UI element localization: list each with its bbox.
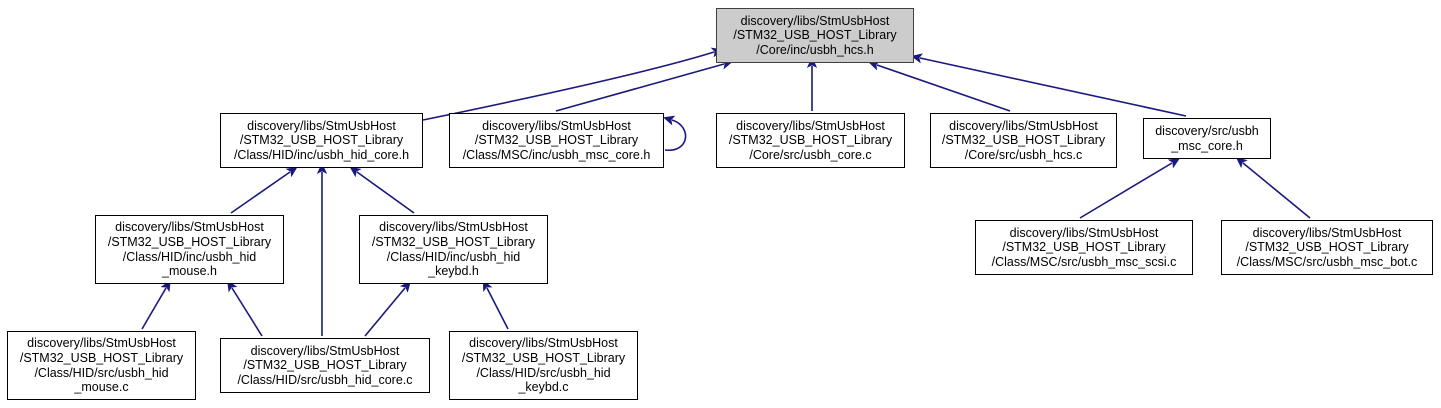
graph-node-usbh_msc_bot_c[interactable]: discovery/libs/StmUsbHost /STM32_USB_HOS… xyxy=(1221,220,1433,275)
graph-edge xyxy=(227,280,263,337)
graph-node-label: discovery/libs/StmUsbHost /STM32_USB_HOS… xyxy=(107,220,272,279)
graph-node-usbh_hid_mouse_h[interactable]: discovery/libs/StmUsbHost /STM32_USB_HOS… xyxy=(95,215,284,284)
graph-edge xyxy=(868,60,1011,112)
graph-node-label: discovery/libs/StmUsbHost /STM32_USB_HOS… xyxy=(728,118,893,162)
graph-edge xyxy=(555,59,733,112)
graph-node-label: discovery/libs/StmUsbHost /STM32_USB_HOS… xyxy=(237,343,413,387)
graph-node-label: discovery/libs/StmUsbHost /STM32_USB_HOS… xyxy=(991,225,1177,269)
graph-node-label: discovery/libs/StmUsbHost /STM32_USB_HOS… xyxy=(733,13,897,57)
graph-node-usbh_hcs_c[interactable]: discovery/libs/StmUsbHost /STM32_USB_HOS… xyxy=(930,113,1117,168)
graph-node-label: discovery/libs/StmUsbHost /STM32_USB_HOS… xyxy=(371,220,536,279)
graph-edge xyxy=(349,166,415,214)
graph-edge xyxy=(230,166,298,214)
graph-node-usbh_hid_core_h[interactable]: discovery/libs/StmUsbHost /STM32_USB_HOS… xyxy=(220,113,423,168)
graph-node-label: discovery/src/usbh _msc_core.h xyxy=(1155,123,1259,153)
graph-edge xyxy=(364,280,411,337)
graph-edge xyxy=(910,53,1187,117)
graph-node-label: discovery/libs/StmUsbHost /STM32_USB_HOS… xyxy=(19,336,184,395)
graph-edge xyxy=(482,279,509,330)
graph-node-usbh_core_c[interactable]: discovery/libs/StmUsbHost /STM32_USB_HOS… xyxy=(716,113,905,168)
graph-node-usbh_hid_keybd_c[interactable]: discovery/libs/StmUsbHost /STM32_USB_HOS… xyxy=(449,331,638,400)
graph-node-usbh_hid_keybd_h[interactable]: discovery/libs/StmUsbHost /STM32_USB_HOS… xyxy=(359,215,548,284)
graph-edge xyxy=(422,47,723,121)
graph-node-label: discovery/libs/StmUsbHost /STM32_USB_HOS… xyxy=(462,118,651,162)
graph-node-usbh_msc_core_h_lib[interactable]: discovery/libs/StmUsbHost /STM32_USB_HOS… xyxy=(449,113,664,168)
graph-edge xyxy=(141,279,171,330)
graph-edge xyxy=(1079,158,1180,219)
graph-edge xyxy=(1235,157,1311,219)
graph-node-usbh_msc_scsi_c[interactable]: discovery/libs/StmUsbHost /STM32_USB_HOS… xyxy=(975,220,1193,275)
graph-node-label: discovery/libs/StmUsbHost /STM32_USB_HOS… xyxy=(233,118,410,162)
graph-node-usbh_msc_core_h_src[interactable]: discovery/src/usbh _msc_core.h xyxy=(1143,118,1271,159)
graph-node-label: discovery/libs/StmUsbHost /STM32_USB_HOS… xyxy=(941,118,1106,162)
graph-edge xyxy=(663,115,687,151)
graph-node-usbh_hid_core_c[interactable]: discovery/libs/StmUsbHost /STM32_USB_HOS… xyxy=(220,338,430,393)
graph-node-label: discovery/libs/StmUsbHost /STM32_USB_HOS… xyxy=(1236,225,1418,269)
graph-node-usbh_hcs_h[interactable]: discovery/libs/StmUsbHost /STM32_USB_HOS… xyxy=(716,8,914,63)
graph-node-label: discovery/libs/StmUsbHost /STM32_USB_HOS… xyxy=(461,336,626,395)
graph-node-usbh_hid_mouse_c[interactable]: discovery/libs/StmUsbHost /STM32_USB_HOS… xyxy=(7,331,196,400)
